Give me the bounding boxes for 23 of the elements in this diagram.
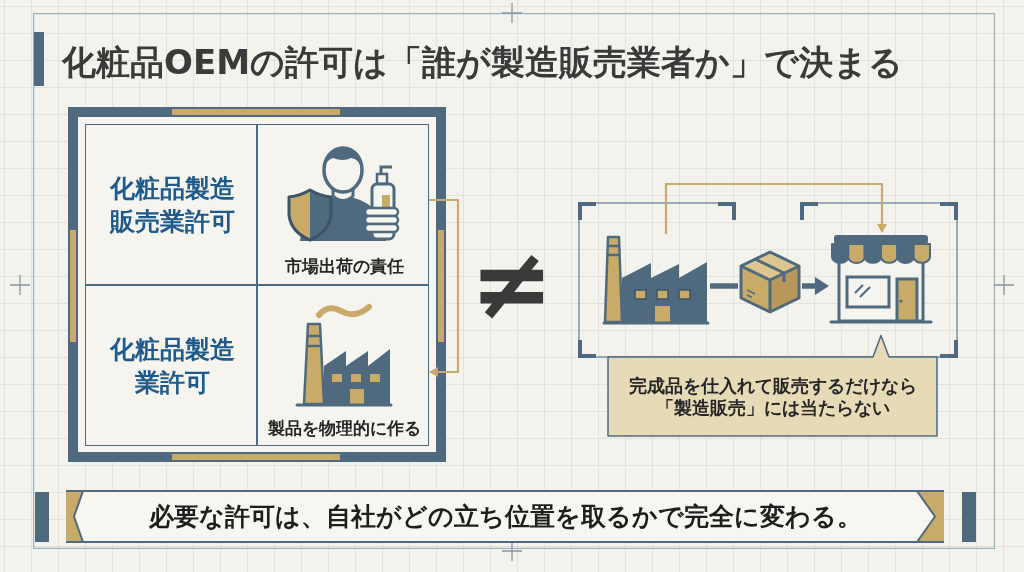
arrow bbox=[802, 277, 829, 295]
title: 化粧品OEMの許可は「誰が製造販売業者か」で決まる bbox=[62, 41, 903, 84]
banner-text: 必要な許可は、自社がどの立ち位置を取るかで完全に変わる。 bbox=[148, 501, 862, 532]
factory-icon bbox=[602, 234, 710, 325]
grid-frame bbox=[68, 107, 446, 462]
grid-cell bbox=[257, 285, 429, 446]
bracket-frame bbox=[578, 202, 958, 358]
grid-cell bbox=[257, 124, 429, 285]
arrow bbox=[664, 182, 887, 234]
callout-text: 完成品を仕入れて販売するだけなら「製造販売」には当たらない bbox=[627, 375, 918, 419]
connector-line bbox=[710, 283, 738, 289]
banner bbox=[66, 490, 944, 543]
icon-caption: 製品を物理的に作る bbox=[267, 416, 421, 440]
cell-heading: 化粧品製造業許可 bbox=[108, 334, 236, 399]
arrow bbox=[429, 198, 460, 377]
shop-icon bbox=[829, 233, 933, 324]
callout-box bbox=[607, 334, 938, 437]
box-icon bbox=[738, 249, 802, 315]
grid-cell bbox=[85, 124, 257, 285]
grid-cell bbox=[85, 285, 257, 446]
icon-caption: 市場出荷の責任 bbox=[284, 254, 404, 278]
not-equal-sign: ≠ bbox=[470, 234, 554, 334]
cell-heading: 化粧品製造販売業許可 bbox=[108, 173, 236, 238]
